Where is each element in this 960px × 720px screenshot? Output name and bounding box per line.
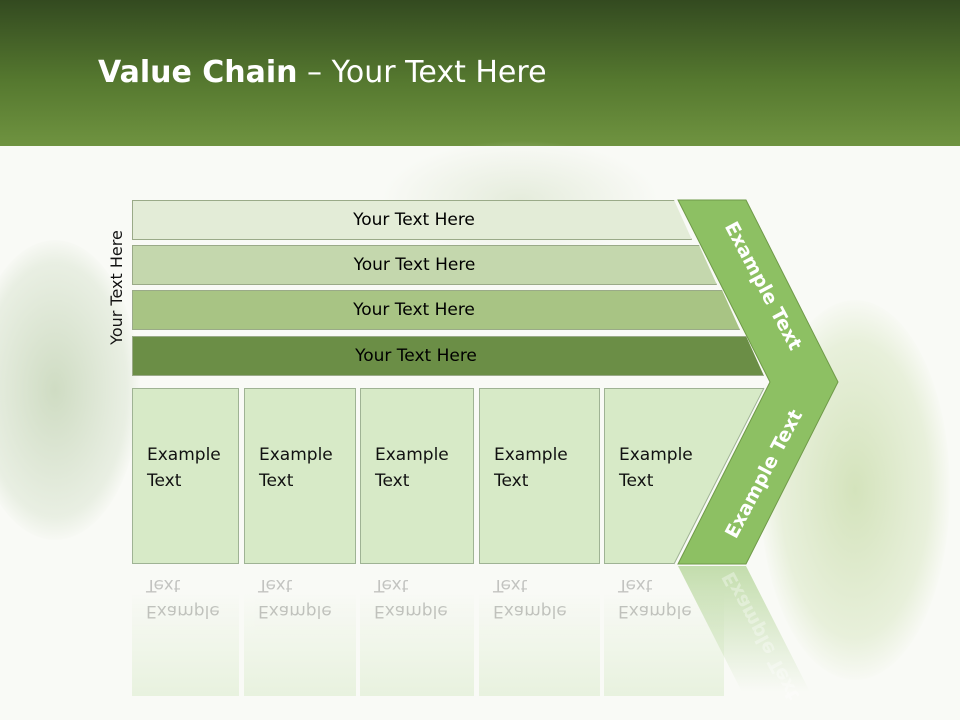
background-bowl-left <box>0 240 140 540</box>
title-rest: – Your Text Here <box>297 55 547 90</box>
column-2-line2: Text <box>259 471 294 491</box>
row-bar-2-label: Your Text Here <box>353 255 476 275</box>
column-1-line1: Example <box>147 445 221 465</box>
row-bar-3-label: Your Text Here <box>353 300 475 320</box>
column-5-line2: Text <box>619 471 654 491</box>
row-bar-4-label: Your Text Here <box>355 346 477 366</box>
row-bar-3: Your Text Here <box>132 290 740 330</box>
column-box-4: Example Text <box>479 388 600 564</box>
title-bold: Value Chain <box>98 55 298 90</box>
row-bar-1-label: Your Text Here <box>353 210 475 230</box>
chevron-shape <box>677 199 839 565</box>
row-bar-1: Your Text Here <box>132 200 692 240</box>
title-banner: Value Chain – Your Text Here <box>0 0 960 146</box>
row-bar-4: Your Text Here <box>132 336 764 376</box>
column-1-line2: Text <box>147 471 182 491</box>
column-box-1: Example Text <box>132 388 239 564</box>
column-4-line1: Example <box>494 445 568 465</box>
column-4-line2: Text <box>494 471 529 491</box>
page-title: Value Chain – Your Text Here <box>98 55 547 90</box>
column-3-line2: Text <box>375 471 410 491</box>
column-2-line1: Example <box>259 445 333 465</box>
column-box-2: Example Text <box>244 388 356 564</box>
column-box-3: Example Text <box>360 388 474 564</box>
row-bar-2: Your Text Here <box>132 245 717 285</box>
column-3-line1: Example <box>375 445 449 465</box>
